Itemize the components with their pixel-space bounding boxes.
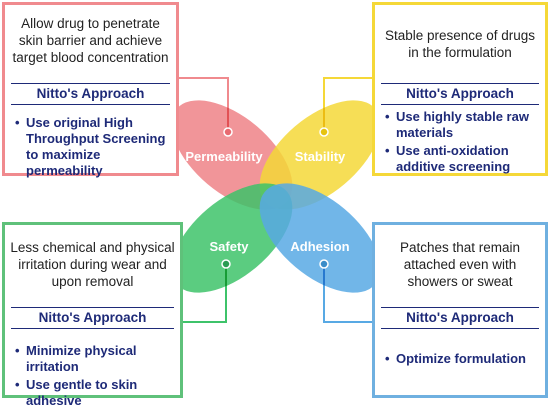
card-permeability-description: Allow drug to penetrate skin barrier and…: [12, 16, 169, 65]
list-item: Use anti-oxidation additive screening: [385, 143, 539, 175]
list-item: Use gentle to skin adhesive: [15, 377, 174, 409]
card-safety-approach-header: Nitto's Approach: [11, 307, 174, 329]
card-permeability-list: Use original High Throughput Screening t…: [15, 115, 170, 181]
dot-adhesion: [319, 259, 329, 269]
dot-stability: [319, 127, 329, 137]
label-permeability: Permeability: [185, 149, 263, 164]
card-safety: Less chemical and physical irritation du…: [2, 222, 183, 408]
card-safety-description: Less chemical and physical irritation du…: [10, 240, 175, 289]
card-adhesion-description: Patches that remain attached even with s…: [399, 240, 521, 289]
petal-stability: [259, 100, 381, 210]
petal-diagram: Permeability Stability Safety Adhesion: [171, 77, 381, 323]
label-safety: Safety: [209, 239, 249, 254]
card-stability-description: Stable presence of drugs in the formulat…: [384, 28, 536, 60]
label-adhesion: Adhesion: [290, 239, 349, 254]
list-item: Minimize physical irritation: [15, 343, 174, 375]
list-item: Optimize formulation: [385, 351, 539, 367]
petal-adhesion: [259, 183, 381, 293]
dot-permeability: [223, 127, 233, 137]
list-item: Use highly stable raw materials: [385, 109, 539, 141]
card-safety-list: Minimize physical irritation Use gentle …: [15, 343, 174, 411]
card-adhesion-approach-header: Nitto's Approach: [381, 307, 539, 329]
dot-safety: [221, 259, 231, 269]
list-item: Use original High Throughput Screening t…: [15, 115, 170, 179]
card-adhesion: Patches that remain attached even with s…: [372, 222, 548, 398]
card-adhesion-list: Optimize formulation: [385, 351, 539, 369]
card-permeability: Allow drug to penetrate skin barrier and…: [2, 2, 179, 178]
card-stability-approach-header: Nitto's Approach: [381, 83, 539, 105]
card-stability-list: Use highly stable raw materials Use anti…: [385, 109, 539, 177]
card-stability: Stable presence of drugs in the formulat…: [372, 2, 548, 176]
label-stability: Stability: [295, 149, 346, 164]
card-permeability-approach-header: Nitto's Approach: [11, 83, 170, 105]
